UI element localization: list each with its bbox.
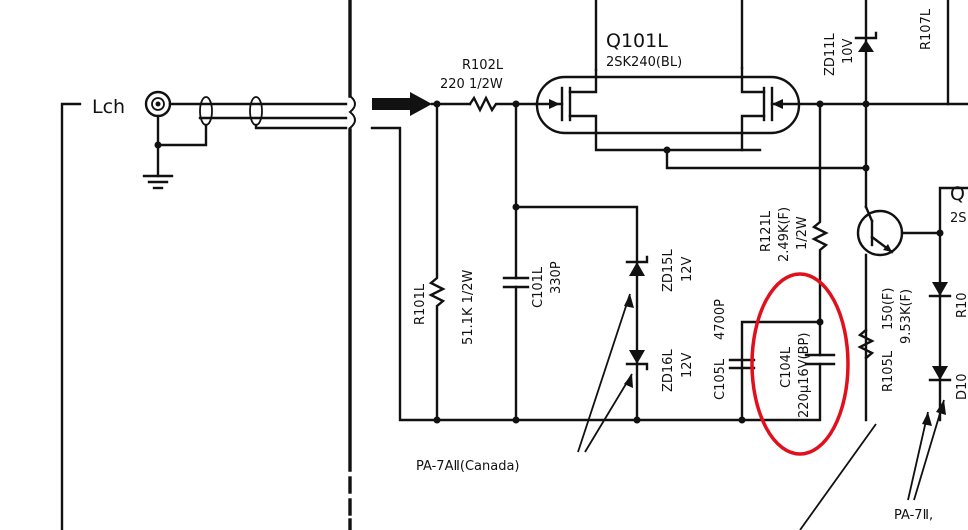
highlight-c104-circle [750,272,850,456]
annotation-arrows-canada [577,293,634,453]
resistor-r121 [811,102,829,357]
zener-zd11 [854,0,878,106]
wire-bottom-rail [370,126,820,422]
zener-zd16 [625,350,649,371]
q101-label: Q101L [606,30,668,52]
zd11-voltage: 10V [841,38,856,64]
zd16-label: ZD16L [661,349,676,392]
resistor-r102 [468,95,538,113]
c101-value: 330P [549,261,564,294]
r105-value: 150(F) [881,288,896,330]
note-right: PA-7Ⅱ, [894,508,933,523]
r121-wattage: 1/2W [795,216,810,250]
capacitor-c105 [728,320,822,422]
input-jack [144,90,172,118]
shielded-cable [154,96,348,149]
q-right-sub: 2S [950,211,967,226]
c101-label: C101L [531,266,546,308]
right-label-2: D10 [955,373,968,400]
capacitor-c104 [804,353,836,422]
r102-value: 220 1/2W [440,77,503,92]
input-label: Lch [92,96,125,118]
diodes-right [928,231,952,422]
r101-value: 51.1K 1/2W [461,269,476,345]
annotation-arrows-right [799,399,946,530]
r107-label: R107L [919,8,934,50]
c104-label: C104L [779,346,794,388]
r102-label: R102L [462,58,504,73]
zd11-label: ZD11L [823,33,838,76]
r101-label: R101L [413,283,428,325]
c105-value: 4700P [713,299,728,340]
ground-symbol [142,114,174,190]
q-right-label: Q [950,183,965,205]
c104-value: 220μ16V(BP) [797,333,812,418]
wire-zener-stack [514,205,639,422]
right-label-1: R10 [955,292,968,318]
zd15-voltage: 12V [680,256,695,282]
shield-line [348,0,356,530]
transistor-q-right [856,102,968,422]
r105-value-2: 9.53K(F) [899,289,914,344]
c105-label: C105L [713,358,728,400]
resistor-r105 [857,328,875,360]
r121-value: 2.49K(F) [777,207,792,262]
q101-part: 2SK240(BL) [606,55,682,70]
signal-arrow [372,92,432,116]
r105-label: R105L [881,350,896,392]
r121-label: R121L [759,210,774,252]
zd16-voltage: 12V [680,352,695,378]
transistor-q101 [534,66,868,170]
resistor-r101 [428,102,446,422]
note-canada: PA-7AⅡ(Canada) [416,459,519,474]
capacitor-c101 [502,102,530,422]
frame-bracket-left [60,102,82,530]
zd15-label: ZD15L [661,249,676,292]
zener-zd15 [625,255,649,276]
